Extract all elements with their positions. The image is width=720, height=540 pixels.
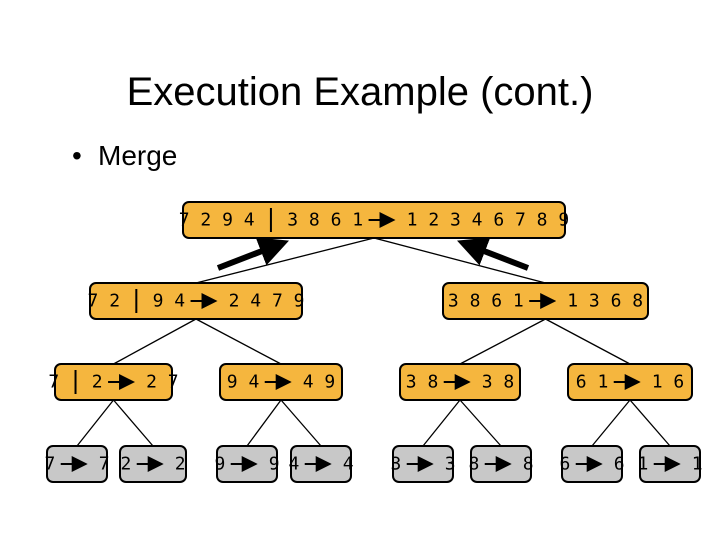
tree-node-rl: 3 8 3 8 xyxy=(399,363,521,401)
tree-edge-ll-lll xyxy=(76,399,115,447)
tree-edge-root-l xyxy=(195,237,375,284)
slide-title: Execution Example (cont.) xyxy=(126,70,594,114)
node-result: 1 6 xyxy=(652,372,685,393)
tree-edge-r-rl xyxy=(459,318,546,365)
node-result: 3 xyxy=(445,454,456,475)
node-input-left: 7 2 xyxy=(88,291,121,312)
node-result: 6 xyxy=(614,454,625,475)
tree-edges xyxy=(76,237,671,447)
merge-arrow-right xyxy=(457,237,530,271)
node-result: 7 xyxy=(99,454,110,475)
node-input-right: 3 8 6 1 xyxy=(287,210,363,231)
node-input-left: 7 xyxy=(48,372,59,393)
node-input-left: 1 xyxy=(637,454,648,475)
node-input-left: 6 xyxy=(559,454,570,475)
merge-arrow-left xyxy=(216,237,289,271)
tree-node-ll: 7 2 2 7 xyxy=(48,363,179,401)
tree-edge-rl-rlr xyxy=(459,399,502,447)
node-input-right: 2 xyxy=(92,372,103,393)
tree-edge-rr-rrr xyxy=(629,399,671,447)
bullet-dot-icon: • xyxy=(72,140,82,171)
node-input-left: 7 xyxy=(44,454,55,475)
tree-edge-rl-rll xyxy=(422,399,461,447)
node-result: 1 3 6 8 xyxy=(567,291,643,312)
tree-node-root: 7 2 9 4 3 8 6 1 1 2 3 4 6 7 8 9 xyxy=(179,201,570,239)
bullet-item: • Merge xyxy=(72,140,177,172)
node-input-left: 7 2 9 4 xyxy=(179,210,255,231)
tree-edge-lr-lrr xyxy=(280,399,322,447)
node-result: 4 9 xyxy=(303,372,336,393)
node-result: 2 xyxy=(175,454,186,475)
node-input-left: 9 4 xyxy=(227,372,260,393)
tree-node-lr: 9 4 4 9 xyxy=(219,363,343,401)
node-input-left: 4 xyxy=(288,454,299,475)
node-input-right: 9 4 xyxy=(153,291,186,312)
node-input-left: 3 8 xyxy=(406,372,439,393)
tree-edge-lr-lrl xyxy=(246,399,282,447)
tree-edge-l-ll xyxy=(113,318,197,365)
node-result: 4 xyxy=(343,454,354,475)
tree-edge-rr-rrl xyxy=(591,399,631,447)
node-result: 1 xyxy=(692,454,703,475)
node-result: 1 2 3 4 6 7 8 9 xyxy=(407,210,570,231)
node-input-left: 8 xyxy=(468,454,479,475)
tree-edge-ll-llr xyxy=(113,399,154,447)
tree-node-r: 3 8 6 1 1 3 6 8 xyxy=(442,282,649,320)
tree-edge-l-lr xyxy=(195,318,282,365)
node-input-left: 6 1 xyxy=(576,372,609,393)
node-result: 9 xyxy=(269,454,280,475)
tree-edge-root-r xyxy=(373,237,546,284)
node-result: 3 8 xyxy=(482,372,515,393)
tree-node-l: 7 2 9 4 2 4 7 9 xyxy=(88,282,305,320)
tree-node-rr: 6 1 1 6 xyxy=(567,363,693,401)
node-result: 2 7 xyxy=(146,372,179,393)
node-input-left: 3 xyxy=(390,454,401,475)
tree-edge-r-rr xyxy=(545,318,631,365)
node-input-left: 3 8 6 1 xyxy=(448,291,524,312)
node-result: 2 4 7 9 xyxy=(229,291,305,312)
node-result: 8 xyxy=(523,454,534,475)
bullet-text: Merge xyxy=(98,140,178,171)
node-input-left: 2 xyxy=(120,454,131,475)
merge-arrows xyxy=(216,237,530,271)
node-input-left: 9 xyxy=(214,454,225,475)
